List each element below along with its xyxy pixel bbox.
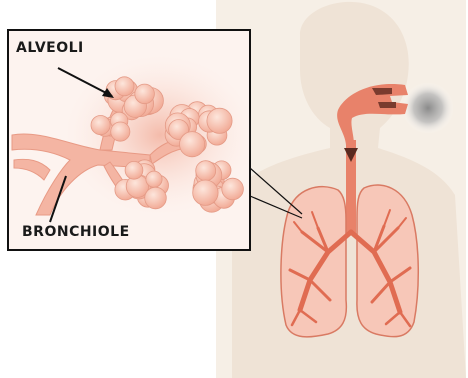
alveolus [145,187,167,209]
right-lung [357,185,418,337]
breath-cloud [402,82,454,134]
alveolus [125,161,143,179]
alveolus [111,122,130,141]
alveolus [135,84,155,104]
alveolus [91,116,110,135]
alveolus [196,161,216,181]
alveolus [180,132,205,157]
alveolus [115,77,134,96]
alveolus [193,180,218,205]
bronchiole-label: BRONCHIOLE [22,224,130,240]
alveolus [207,108,232,133]
alveolus [222,178,244,200]
alveoli-label: ALVEOLI [16,40,84,56]
alveolus [146,171,162,187]
left-lung [281,187,346,337]
